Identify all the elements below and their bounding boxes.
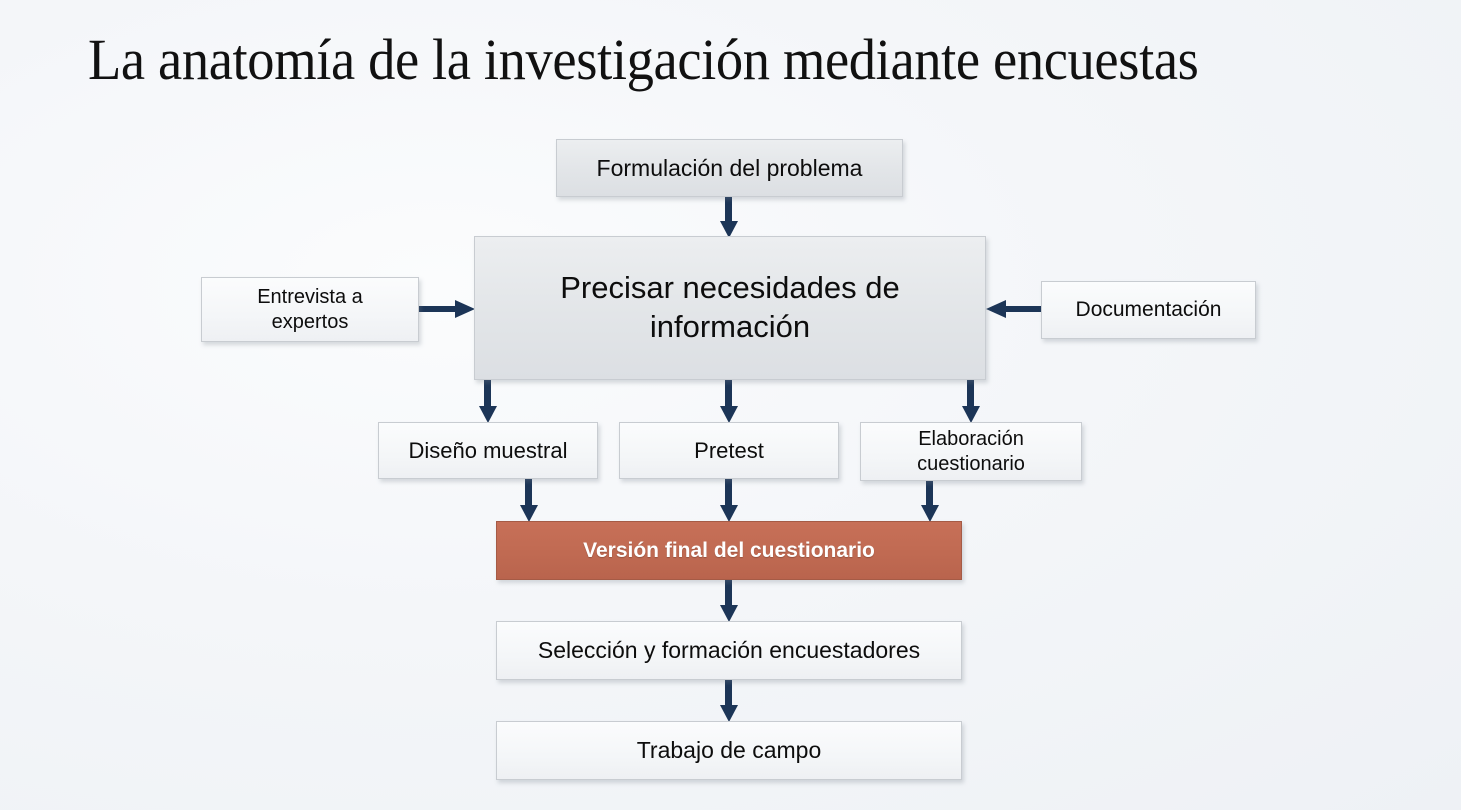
node-pretest[interactable]: Pretest bbox=[619, 422, 839, 479]
node-formulacion-del-problema[interactable]: Formulación del problema bbox=[556, 139, 903, 197]
node-precisar-necesidades-de-informacion[interactable]: Precisar necesidades de información bbox=[474, 236, 986, 380]
node-label: Pretest bbox=[694, 437, 764, 463]
node-label: Precisar necesidades de información bbox=[475, 269, 985, 347]
page-title: La anatomía de la investigación mediante… bbox=[88, 27, 1199, 92]
node-label-line2: expertos bbox=[271, 310, 349, 333]
node-documentacion[interactable]: Documentación bbox=[1041, 281, 1256, 339]
node-label: Entrevista a expertos bbox=[202, 285, 418, 335]
node-label-line2: información bbox=[649, 309, 811, 344]
arrow-seleccion-to-trabajo bbox=[719, 680, 739, 723]
node-diseno-muestral[interactable]: Diseño muestral bbox=[378, 422, 598, 479]
arrow-formulacion-to-precisar bbox=[719, 197, 739, 239]
node-label: Documentación bbox=[1075, 298, 1222, 321]
node-label: Selección y formación encuestadores bbox=[537, 637, 921, 663]
arrow-documentacion-to-precisar bbox=[984, 298, 1042, 320]
node-version-final-del-cuestionario[interactable]: Versión final del cuestionario bbox=[496, 521, 962, 580]
arrow-entrevista-to-precisar bbox=[419, 298, 477, 320]
node-label: Diseño muestral bbox=[408, 437, 568, 463]
arrow-precisar-to-elaboracion bbox=[961, 380, 981, 424]
node-trabajo-de-campo[interactable]: Trabajo de campo bbox=[496, 721, 962, 780]
node-label-line1: Precisar necesidades de bbox=[560, 270, 900, 306]
arrow-elaboracion-to-version bbox=[920, 481, 940, 523]
arrow-precisar-to-diseno bbox=[478, 380, 498, 424]
arrow-diseno-to-version bbox=[519, 479, 539, 523]
arrow-pretest-to-version bbox=[719, 479, 739, 523]
arrow-precisar-to-pretest bbox=[719, 380, 739, 424]
node-entrevista-a-expertos[interactable]: Entrevista a expertos bbox=[201, 277, 419, 342]
node-elaboracion-cuestionario[interactable]: Elaboración cuestionario bbox=[860, 422, 1082, 481]
node-label-line1: Entrevista a bbox=[257, 285, 363, 308]
node-label-line1: Elaboración bbox=[918, 427, 1024, 450]
node-label: Elaboración cuestionario bbox=[861, 427, 1081, 477]
node-label: Formulación del problema bbox=[596, 154, 863, 181]
arrow-version-to-seleccion bbox=[719, 580, 739, 623]
node-label: Trabajo de campo bbox=[636, 737, 822, 763]
node-seleccion-y-formacion-encuestadores[interactable]: Selección y formación encuestadores bbox=[496, 621, 962, 680]
node-label: Versión final del cuestionario bbox=[583, 538, 875, 562]
node-label-line2: cuestionario bbox=[917, 452, 1025, 475]
